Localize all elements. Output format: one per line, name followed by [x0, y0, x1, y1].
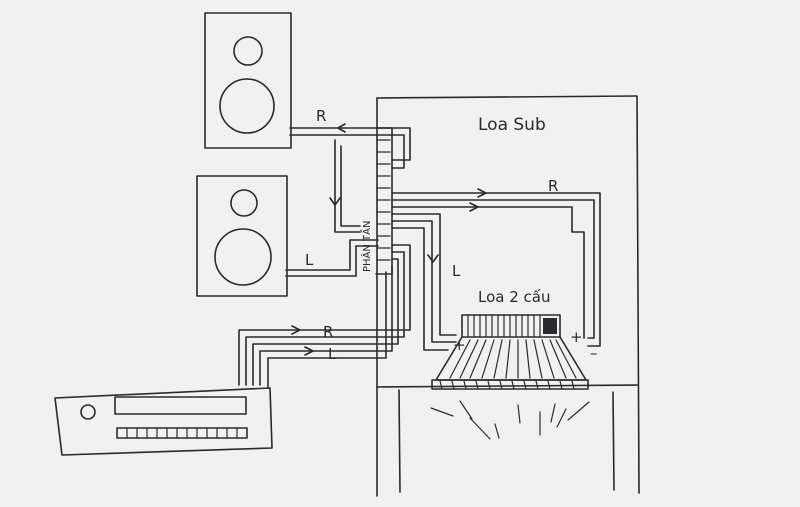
speaker-middle-left	[196, 175, 288, 297]
label-right-sub: R	[548, 177, 558, 195]
sub-driver-terminal	[543, 318, 557, 334]
speaker-top-woofer-icon	[219, 78, 275, 134]
label-left-top: L	[305, 251, 314, 269]
label-right-amp: R	[323, 323, 333, 341]
amplifier	[54, 387, 273, 456]
amplifier-body	[54, 387, 273, 456]
sub-cabinet-leg-right-inner	[612, 391, 615, 491]
wire-sub-right	[391, 188, 601, 347]
speaker-middle-woofer-icon	[214, 228, 272, 286]
label-right-top: R	[316, 107, 326, 125]
label-left-sub: L	[452, 262, 461, 280]
speaker-middle-cabinet	[196, 175, 288, 297]
sub-driver-magnet	[461, 314, 561, 338]
wire-middle-speaker	[285, 239, 379, 277]
label-plus-left: +	[453, 336, 466, 354]
crossover-board-hatch	[377, 139, 391, 261]
speaker-top-right	[204, 12, 292, 149]
sub-driver	[430, 314, 590, 440]
sub-cabinet-outline	[376, 95, 640, 494]
amplifier-knob-icon	[80, 404, 96, 420]
speaker-middle-tweeter-icon	[230, 189, 258, 217]
wire-top-speaker	[289, 123, 411, 233]
crossover-board-outline	[375, 127, 393, 275]
sub-driver-surround	[431, 379, 589, 390]
label-left-amp: L	[328, 345, 337, 363]
wire-amp	[238, 244, 411, 389]
amplifier-button-strip	[116, 427, 248, 439]
label-plus-right: +	[570, 328, 583, 346]
sub-cabinet-leg-left-inner	[398, 389, 401, 493]
sub-driver-sound-rays	[430, 400, 590, 440]
speaker-top-cabinet	[204, 12, 292, 149]
speaker-top-tweeter-icon	[233, 36, 263, 66]
driver-label: Loa 2 cấu	[478, 288, 551, 306]
crossover-board	[375, 127, 393, 275]
crossover-label: PHÂN TẦN	[359, 221, 373, 272]
sub-cabinet-shelf	[376, 384, 639, 388]
amplifier-display	[114, 396, 247, 415]
label-minus-right: –	[590, 344, 598, 362]
sub-box-title: Loa Sub	[478, 115, 546, 135]
wire-sub-left	[391, 213, 457, 351]
sub-cabinet	[376, 95, 640, 497]
